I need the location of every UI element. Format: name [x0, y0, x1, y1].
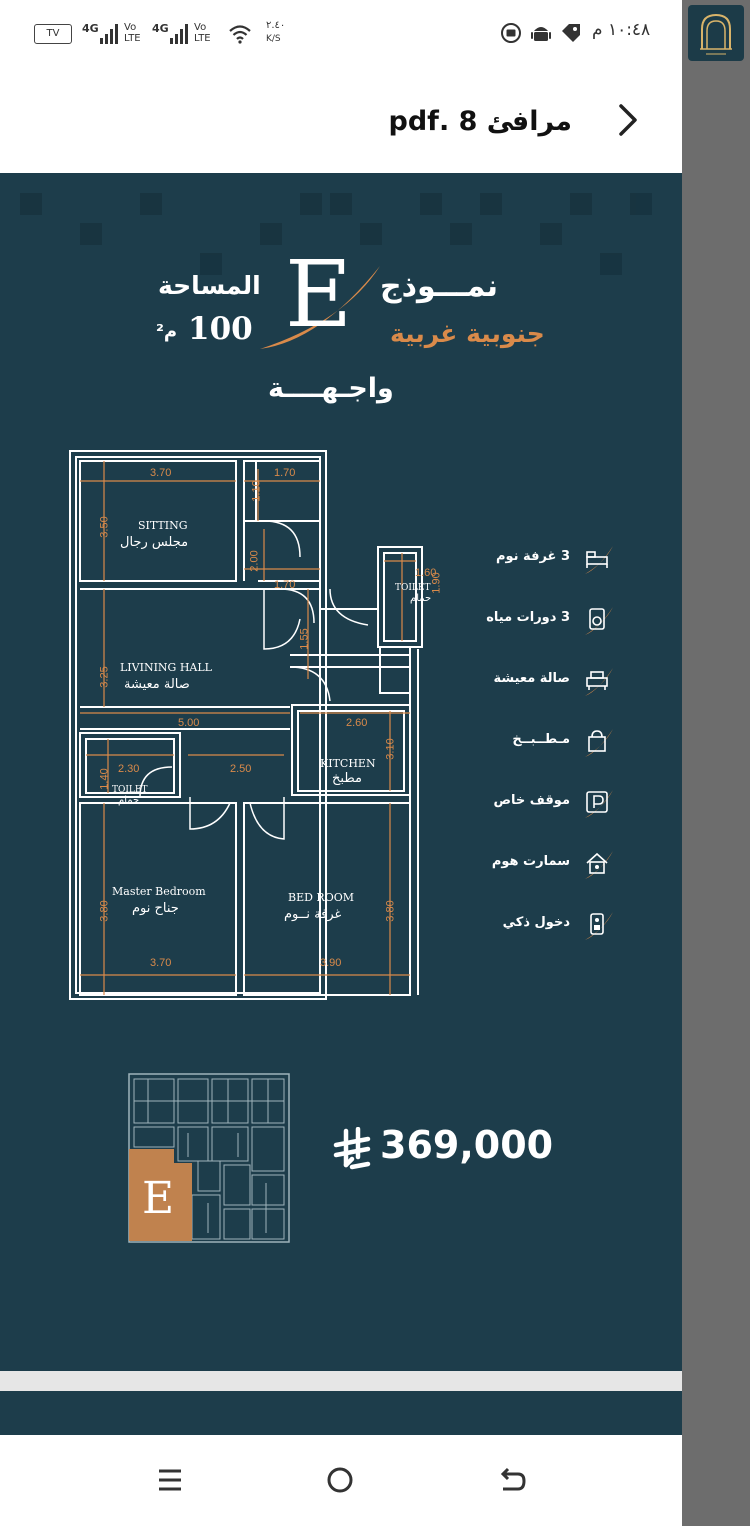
room-sitting-en: SITTING: [138, 519, 188, 532]
dim-toilet2-width: 2.30: [118, 763, 140, 775]
dim-bed-height: 3.80: [384, 900, 397, 922]
network-speed: ٢.٤٠: [266, 20, 286, 31]
signal-icon-2: [170, 24, 188, 44]
dim-corridor-width: 1.70: [274, 579, 296, 591]
feature-label: موقف خاص: [493, 793, 570, 808]
room-kitchen-ar: مطبخ: [332, 771, 362, 786]
dim-kitchen-width: 2.60: [346, 717, 368, 729]
room-bed-en: BED ROOM: [288, 891, 355, 904]
dim-small-vertical: 1.10: [250, 480, 263, 502]
smart-home-icon: [584, 850, 613, 879]
dim-sitting-width: 3.70: [150, 467, 172, 479]
feature-label: 3 غرفة نوم: [495, 549, 570, 564]
pdf-page-1: E نمـــوذج جنوبية غربية المساحة 100 م² و…: [0, 173, 682, 1371]
dim-top-small: 1.70: [274, 467, 296, 479]
side-strip: [682, 0, 750, 1526]
pdf-page-2: [0, 1391, 682, 1435]
menu-icon: [159, 1469, 181, 1491]
tv-badge-label: TV: [46, 28, 60, 39]
feature-label: سمارت هوم: [491, 854, 570, 869]
home-button[interactable]: [320, 1460, 360, 1500]
price-value: 369,000: [380, 1123, 554, 1167]
chevron-right-icon: [619, 104, 637, 136]
room-master-ar: جناح نوم: [132, 901, 179, 916]
room-master-en: Master Bedroom: [112, 885, 206, 898]
clock: ١٠:٤٨ م: [592, 20, 651, 40]
room-toilet2-en: TOILET: [112, 785, 148, 795]
room-toilet2-ar: حمام: [118, 795, 140, 806]
model-letter: E: [285, 241, 353, 348]
network-type-2: 4G: [152, 22, 169, 35]
room-living-ar: صالة معيشة: [124, 677, 190, 692]
back-nav-button[interactable]: [492, 1460, 532, 1500]
room-bed-ar: غرفة نــوم: [284, 907, 342, 922]
app-logo[interactable]: [688, 5, 744, 61]
network-speed-unit: K/S: [266, 34, 281, 44]
room-toilet1-ar: حمام: [410, 593, 432, 604]
feature-label: صالة معيشة: [493, 671, 570, 686]
tag-icon: [562, 24, 580, 42]
android-icon: [531, 27, 551, 41]
dim-hall-vertical: 1.55: [298, 628, 311, 650]
riyal-icon: [333, 1127, 371, 1170]
status-bar: TV 4G Vo LTE 4G Vo LTE ٢.٤٠ K/S ١٠:٤٨ م: [0, 0, 682, 68]
dim-toilet-height: 1.90: [430, 572, 443, 594]
dim-toilet2-height: 1.40: [98, 768, 111, 790]
facade-label: واجـهــــة: [268, 373, 394, 404]
signal-icon: [100, 24, 118, 44]
floor-plan: [69, 450, 423, 1000]
area-label: المساحة: [158, 271, 261, 300]
volte-label-1: Vo LTE: [124, 22, 141, 44]
pdf-viewer[interactable]: E نمـــوذج جنوبية غربية المساحة 100 م² و…: [0, 173, 682, 1435]
feature-label: دخول ذكي: [502, 915, 570, 930]
network-type-1: 4G: [82, 22, 99, 35]
dim-bed-width: 3.90: [320, 957, 342, 969]
feature-label: 3 دورات مياه: [486, 610, 570, 625]
tv-badge: TV: [34, 24, 72, 44]
back-button[interactable]: [605, 98, 649, 142]
keyplan-letter: E: [142, 1173, 174, 1224]
viewer-header: مرافئ 8 .pdf: [0, 68, 682, 173]
feature-label: مـطــبــخ: [512, 732, 570, 747]
dim-master-width: 3.70: [150, 957, 172, 969]
logo-icon: [700, 13, 732, 55]
toilet-icon: [584, 606, 613, 635]
room-living-en: LIVINING HALL: [120, 661, 212, 674]
dim-living-height: 3.25: [98, 666, 111, 688]
smart-lock-icon: [584, 911, 613, 940]
wifi-icon: [229, 25, 251, 44]
document-title: مرافئ 8 .pdf: [388, 106, 572, 137]
media-icon: [501, 23, 521, 43]
room-toilet1-en: TOILET: [395, 583, 431, 593]
bed-icon: [584, 545, 613, 574]
model-label: نمـــوذج: [380, 269, 498, 304]
navigation-bar: [0, 1435, 682, 1526]
area-value: 100: [188, 311, 253, 347]
home-circle-icon: [327, 1467, 353, 1493]
area-unit: م²: [156, 321, 178, 342]
background-texture: [20, 193, 652, 275]
parking-icon: [584, 789, 613, 818]
kitchen-icon: [584, 728, 613, 757]
dim-sitting-height: 3.50: [98, 516, 111, 538]
dim-living-width: 5.00: [178, 717, 200, 729]
orientation-label: جنوبية غربية: [390, 319, 545, 348]
dim-toilet-width: 1.60: [415, 567, 437, 579]
dim-middle: 2.50: [230, 763, 252, 775]
recent-apps-button[interactable]: [150, 1460, 190, 1500]
dim-master-height: 3.80: [98, 900, 111, 922]
back-arrow-icon: [500, 1467, 526, 1491]
volte-label-2: Vo LTE: [194, 22, 211, 44]
sofa-icon: [584, 667, 613, 696]
key-plan: E: [128, 1073, 290, 1243]
room-sitting-ar: مجلس رجال: [120, 535, 189, 550]
dim-kitchen-height: 3.10: [384, 738, 397, 760]
dim-corridor-height: 2.00: [248, 550, 261, 572]
room-kitchen-en: KITCHEN: [320, 757, 376, 770]
